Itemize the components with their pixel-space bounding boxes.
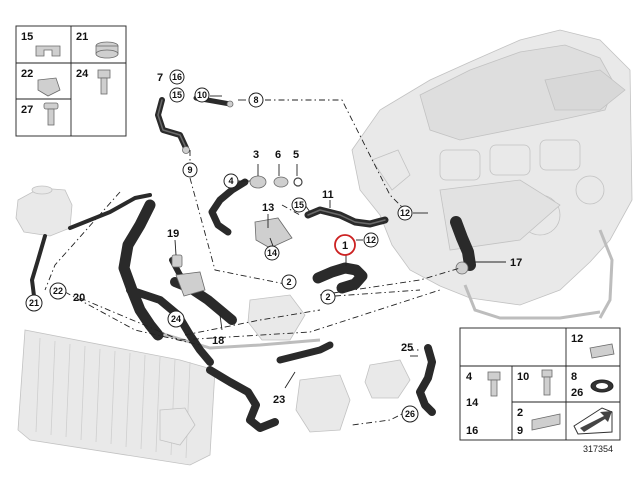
circled-callouts: 16 15 10 8 9 4 15 12 12 14 2 2 21 22 24 … <box>25 69 419 423</box>
legend-4: 4 <box>466 371 473 383</box>
svg-text:4: 4 <box>228 176 233 186</box>
callout-2a-circle: 2 <box>281 274 297 290</box>
callout-8-circle: 8 <box>248 92 264 108</box>
callout-15b-circle: 15 <box>291 197 307 213</box>
callout-labels: 7 3 6 5 11 13 19 17 20 18 25 23 <box>73 72 522 406</box>
connector-icon <box>37 77 61 97</box>
hardware-parts <box>171 100 469 297</box>
bolt-icon-2 <box>487 371 501 381</box>
svg-text:14: 14 <box>267 248 277 258</box>
callout-18: 18 <box>212 335 224 347</box>
bracket-part <box>254 217 293 249</box>
bolt-icon-3 <box>541 369 553 378</box>
legend-10: 10 <box>517 371 529 383</box>
callout-12a-circle: 12 <box>397 205 413 221</box>
legend-24: 24 <box>76 68 89 80</box>
clip-part <box>455 261 469 275</box>
svg-text:1: 1 <box>342 240 348 252</box>
callout-26-circle: 26 <box>401 405 419 423</box>
callout-11: 11 <box>322 189 334 201</box>
sensor-part <box>171 254 183 268</box>
callout-12b-circle: 12 <box>363 232 379 248</box>
callout-23: 23 <box>273 394 285 406</box>
callout-25: 25 <box>401 342 413 354</box>
o-ring-part <box>293 177 303 187</box>
engine-block-illustration <box>351 29 633 306</box>
legend-9: 9 <box>517 425 523 437</box>
legend-2: 2 <box>517 407 523 419</box>
callout-3: 3 <box>253 149 259 161</box>
callout-2b-circle: 2 <box>320 289 336 305</box>
dashed-leaders <box>44 99 461 426</box>
spring-clamp-icon <box>531 413 561 431</box>
svg-text:9: 9 <box>187 165 192 175</box>
callout-13: 13 <box>262 202 274 214</box>
legend-16: 16 <box>466 425 478 437</box>
svg-text:12: 12 <box>366 235 376 245</box>
svg-text:2: 2 <box>325 292 330 302</box>
legend-8: 8 <box>571 371 577 383</box>
clip-icon <box>35 45 61 57</box>
callout-16-circle: 16 <box>169 69 185 85</box>
figure-number: 317354 <box>583 444 613 454</box>
callout-9-circle: 9 <box>182 162 198 178</box>
callout-14-circle: 14 <box>264 245 280 261</box>
callout-10-circle: 10 <box>194 87 210 103</box>
svg-text:15: 15 <box>294 200 304 210</box>
expansion-tank-illustration <box>15 185 73 237</box>
svg-text:21: 21 <box>29 298 39 308</box>
svg-text:26: 26 <box>405 409 415 419</box>
bolt-icon <box>97 69 111 79</box>
svg-text:12: 12 <box>400 208 410 218</box>
svg-text:24: 24 <box>171 314 181 324</box>
svg-text:2: 2 <box>286 277 291 287</box>
svg-text:15: 15 <box>172 90 182 100</box>
pump-housing-illustration <box>159 294 411 446</box>
callout-22-circle: 22 <box>49 282 67 300</box>
legend-14: 14 <box>466 397 479 409</box>
callout-6: 6 <box>275 149 281 161</box>
clamp-icon <box>589 343 615 359</box>
callout-1-highlighted: 1 <box>334 234 356 256</box>
direction-arrow-icon <box>573 407 613 435</box>
hose-clamp-icon <box>95 49 119 59</box>
callout-21-circle: 21 <box>25 294 43 312</box>
callout-5: 5 <box>293 149 299 161</box>
svg-text:22: 22 <box>53 286 63 296</box>
legend-27: 27 <box>21 104 33 116</box>
callout-20: 20 <box>73 292 85 304</box>
radiator-illustration <box>17 329 216 466</box>
solid-leaders <box>174 95 506 389</box>
callout-15-circle: 15 <box>169 87 185 103</box>
coolant-lines-light <box>149 229 614 350</box>
callout-19: 19 <box>167 228 179 240</box>
legend-bottom-right: 12 4 14 16 10 8 26 2 9 <box>459 327 621 441</box>
legend-top-left: 15 21 22 24 27 <box>15 25 127 137</box>
legend-22: 22 <box>21 68 33 80</box>
legend-21: 21 <box>76 31 88 43</box>
callout-4-circle: 4 <box>223 173 239 189</box>
legend-15: 15 <box>21 31 33 43</box>
clamp-part <box>273 176 289 188</box>
callout-17: 17 <box>510 257 522 269</box>
screw-icon <box>43 102 59 110</box>
seal-ring-part <box>249 175 267 189</box>
callout-7: 7 <box>157 72 163 84</box>
svg-text:16: 16 <box>172 72 182 82</box>
legend-26: 26 <box>571 387 583 399</box>
svg-text:8: 8 <box>253 95 258 105</box>
svg-text:10: 10 <box>197 90 207 100</box>
connector-part <box>175 271 206 297</box>
legend-12: 12 <box>571 333 583 345</box>
callout-24-circle: 24 <box>167 310 185 328</box>
